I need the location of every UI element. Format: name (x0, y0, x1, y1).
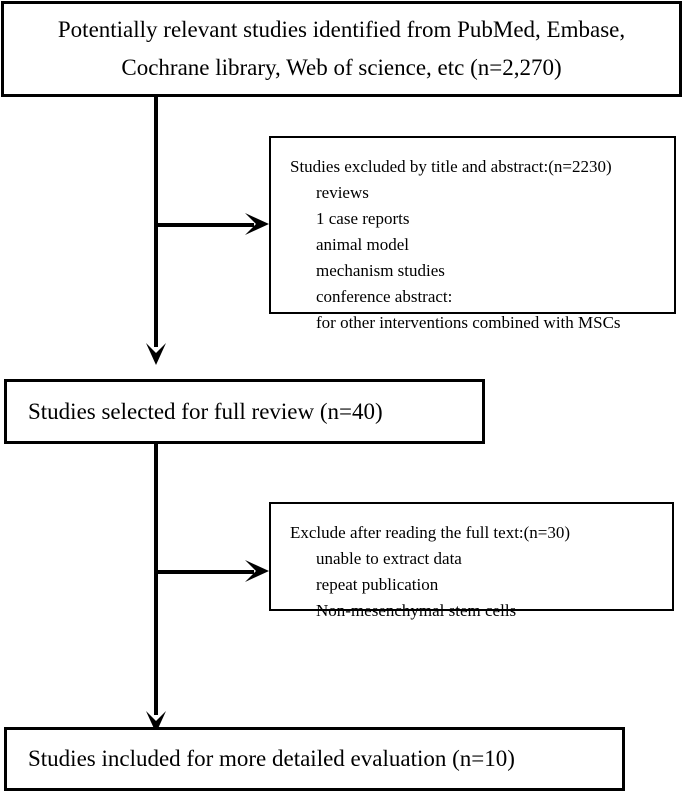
excluded-1-reason: reviews (316, 183, 369, 202)
excluded-1-reason: for other interventions combined with MS… (316, 313, 621, 332)
excluded-1-reason: conference abstract: (316, 287, 453, 306)
connector-identified-to-selected (154, 97, 158, 347)
excluded-1-reason: 1 case reports (316, 209, 410, 228)
node-included-studies: Studies included for more detailed evalu… (4, 727, 625, 791)
excluded-2-heading: Exclude after reading the full text:(n=3… (290, 523, 571, 542)
node-excluded-by-title-abstract: Studies excluded by title and abstract:(… (269, 136, 676, 332)
connector-selected-to-included (154, 444, 158, 715)
connector-selected-to-excluded-2 (156, 570, 254, 574)
arrowhead-down-icon-1 (146, 341, 166, 365)
excluded-1-reason: mechanism studies (316, 261, 445, 280)
arrowhead-right-icon-2 (243, 560, 269, 582)
node-identified-studies: Potentially relevant studies identified … (1, 1, 682, 97)
arrowhead-down-icon-2 (146, 709, 166, 733)
excluded-2-reason: repeat publication (316, 575, 439, 594)
excluded-2-reason: Non-mesenchymal stem cells (316, 601, 517, 620)
node-selected-label: Studies selected for full review (n=40) (28, 398, 383, 424)
excluded-1-reason: animal model (316, 235, 410, 254)
excluded-2-reason: unable to extract data (316, 549, 462, 568)
node-included-label: Studies included for more detailed evalu… (28, 746, 515, 771)
connector-identified-to-excluded-1 (156, 223, 254, 227)
arrowhead-right-icon-1 (243, 213, 269, 235)
node-identified-label: Potentially relevant studies identified … (57, 17, 626, 80)
node-excluded-after-full-text: Exclude after reading the full text:(n=3… (269, 502, 674, 620)
excluded-1-heading: Studies excluded by title and abstract:(… (290, 157, 612, 176)
node-selected-for-full-review: Studies selected for full review (n=40) (4, 379, 485, 444)
